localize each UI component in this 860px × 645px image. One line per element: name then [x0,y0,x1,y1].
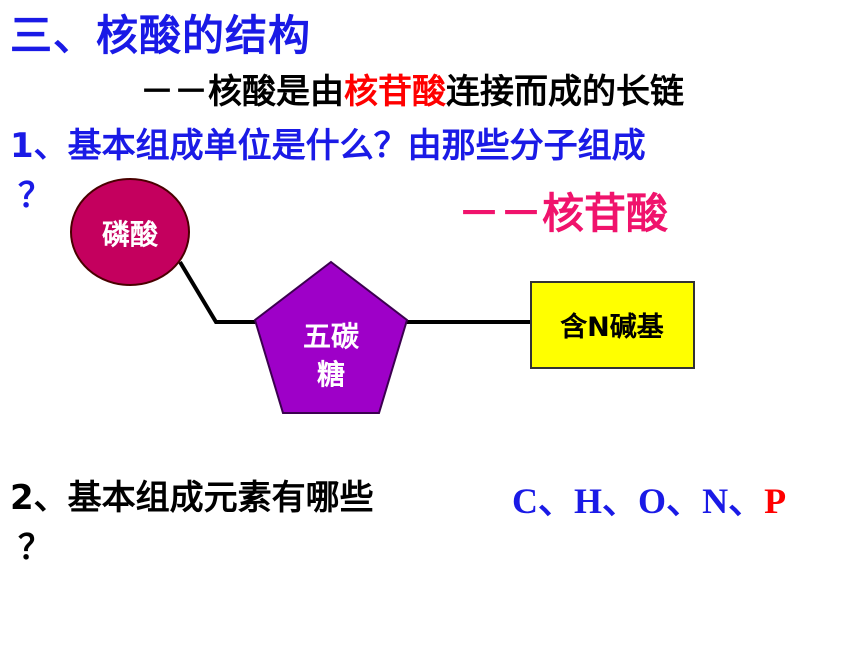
base-box [530,281,695,369]
element-n: N [702,481,729,521]
subtitle-suffix: 连接而成的长链 [446,72,684,112]
phosphate-sugar-bond [178,260,262,324]
subtitle-highlight: 核苷酸 [344,72,446,112]
pentose-pentagon [253,260,409,414]
question-2: 2、基本组成元素有哪些 [10,478,374,518]
base-node: 含N碱基 [530,281,695,369]
sugar-label-line2: 糖 [317,358,345,391]
element-o: O [638,481,667,521]
question-1-mark: ？ [18,176,52,216]
subtitle: －－核酸是由核苷酸连接而成的长链 [140,64,684,113]
page-title: 三、核酸的结构 [10,11,312,60]
element-sep: 、 [728,481,765,521]
subtitle-prefix: －－核酸是由 [140,72,344,112]
elements-answer: C、H、O、N、P [512,472,786,524]
element-c: C [512,481,538,521]
element-sep: 、 [602,481,639,521]
element-sep: 、 [666,481,703,521]
phosphate-label: 磷酸 [102,218,159,251]
question-2-mark: ？ [18,528,52,568]
phosphate-circle [70,178,190,286]
question-1-text: 1、基本组成单位是什么？ [10,126,408,166]
sugar-label-line1: 五碳 [303,320,360,353]
phosphate-node: 磷酸 [70,178,190,286]
base-label: 含N碱基 [560,311,665,343]
sugar-node: 五碳 糖 [253,260,409,414]
element-h: H [574,481,603,521]
element-p: P [764,481,787,521]
question-1-tail: 由那些分子组成 [407,126,646,166]
element-sep: 、 [538,481,575,521]
answer-nucleotide: －－核苷酸 [458,189,669,238]
question-1: 1、基本组成单位是什么？由那些分子组成 [10,118,646,167]
